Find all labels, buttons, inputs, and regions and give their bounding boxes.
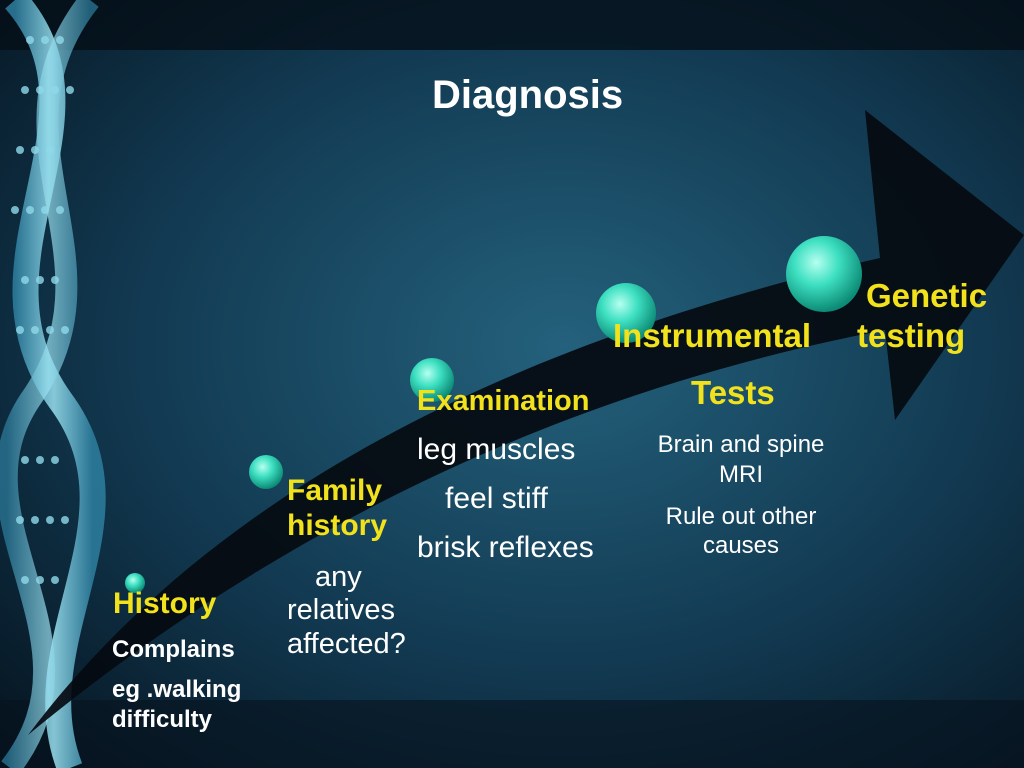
stage-node-instrumental-tests (596, 283, 656, 343)
stage-node-genetic-testing (786, 236, 862, 312)
stage-heading-instrumental-2: Tests (691, 374, 775, 411)
stage-text-family-history-3: affected? (287, 628, 406, 660)
stage-node-family-history (249, 455, 283, 489)
dna-helix-decoration (0, 0, 106, 768)
slide-title: Diagnosis (432, 73, 624, 117)
stage-heading-genetic-2: testing (857, 317, 966, 354)
stage-text-family-history-1: any (315, 561, 362, 593)
progress-arrow (28, 110, 1024, 735)
stage-heading-family-history-2: history (287, 509, 388, 542)
stage-text-instrumental-1: Brain and spine (657, 431, 825, 458)
stage-text-instrumental-3: Rule out other (665, 503, 817, 530)
stage-node-history (125, 573, 145, 593)
stage-text-family-history-2: relatives (287, 594, 395, 626)
stage-heading-examination: Examination (417, 385, 590, 417)
stage-text-history-3: difficulty (112, 706, 212, 733)
stage-text-examination-2: feel stiff (445, 482, 548, 515)
stage-node-examination (410, 358, 454, 402)
stage-text-examination-3: brisk reflexes (417, 531, 594, 564)
stage-text-instrumental-2: MRI (719, 461, 763, 488)
stage-text-instrumental-4: causes (702, 532, 780, 559)
stage-text-examination-1: leg muscles (417, 433, 576, 466)
stage-heading-genetic-1: Genetic (866, 277, 988, 314)
stage-text-history-1: Complains (112, 636, 235, 663)
stage-heading-history: History (113, 587, 217, 620)
stage-heading-family-history-1: Family (287, 474, 383, 507)
stage-heading-instrumental-1: Instrumental (613, 317, 812, 354)
stage-text-history-2: eg .walking (112, 676, 242, 703)
